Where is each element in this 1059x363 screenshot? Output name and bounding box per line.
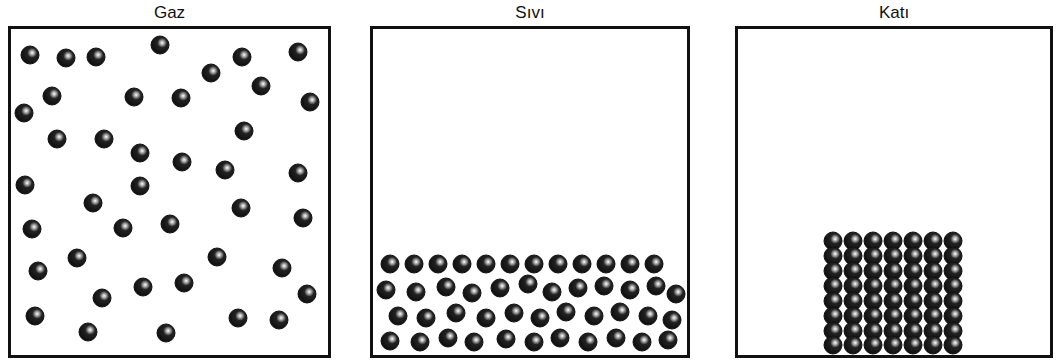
container-outline (8, 26, 331, 358)
state-heading: Gaz (8, 2, 331, 24)
state-container: Katı (735, 2, 1053, 358)
state-container: Gaz (8, 2, 331, 358)
container-outline (370, 26, 690, 358)
container-outline (735, 26, 1053, 358)
liquid-particles (377, 255, 685, 351)
solid-particles (824, 232, 962, 354)
state-heading: Sıvı (370, 2, 690, 24)
state-heading: Katı (735, 2, 1053, 24)
state-container: Sıvı (370, 2, 690, 358)
gas-particles (15, 36, 319, 342)
